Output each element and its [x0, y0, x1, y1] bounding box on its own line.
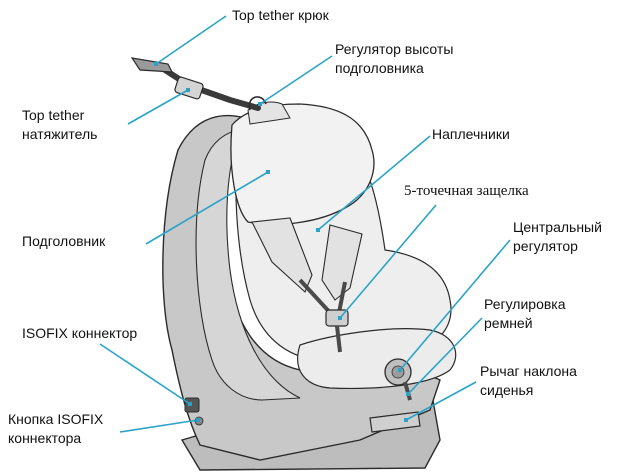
- leader-top-tether-tensioner-end-marker: [186, 88, 190, 92]
- leader-isofix-button: [120, 420, 198, 432]
- leader-harness-adjustment-end-marker: [406, 392, 410, 396]
- label-harness-adjustment: Регулировка ремней: [484, 295, 566, 333]
- label-shoulder-pads: Наплечники: [432, 125, 510, 144]
- leader-five-point-buckle-end-marker: [338, 316, 342, 320]
- label-central-adjuster: Центральный регулятор: [513, 218, 602, 256]
- leader-top-tether-tensioner: [128, 90, 188, 124]
- leader-headrest-height-adjuster-end-marker: [258, 102, 262, 106]
- label-headrest: Подголовник: [22, 232, 105, 251]
- top-tether-hook-shape: [132, 58, 172, 72]
- label-recline-lever: Рычаг наклона сиденья: [480, 362, 577, 400]
- label-five-point-buckle: 5-точечная защелка: [404, 182, 529, 201]
- leader-headrest-end-marker: [266, 170, 270, 174]
- label-top-tether-tensioner: Top tether натяжитель: [22, 106, 97, 144]
- leader-headrest-height-adjuster: [260, 56, 332, 104]
- label-isofix-connector: ISOFIX коннектор: [22, 324, 137, 343]
- label-isofix-button: Кнопка ISOFIX коннектора: [8, 410, 103, 448]
- leader-shoulder-pads-end-marker: [316, 228, 320, 232]
- leader-top-tether-hook: [156, 16, 226, 64]
- leader-central-adjuster-end-marker: [398, 368, 402, 372]
- label-headrest-height-adjuster: Регулятор высоты подголовника: [335, 40, 453, 78]
- label-top-tether-hook: Top tether крюк: [232, 6, 329, 25]
- leader-top-tether-hook-end-marker: [154, 62, 158, 66]
- leader-isofix-connector-end-marker: [188, 402, 192, 406]
- leader-recline-lever-end-marker: [404, 418, 408, 422]
- leader-isofix-button-end-marker: [196, 418, 200, 422]
